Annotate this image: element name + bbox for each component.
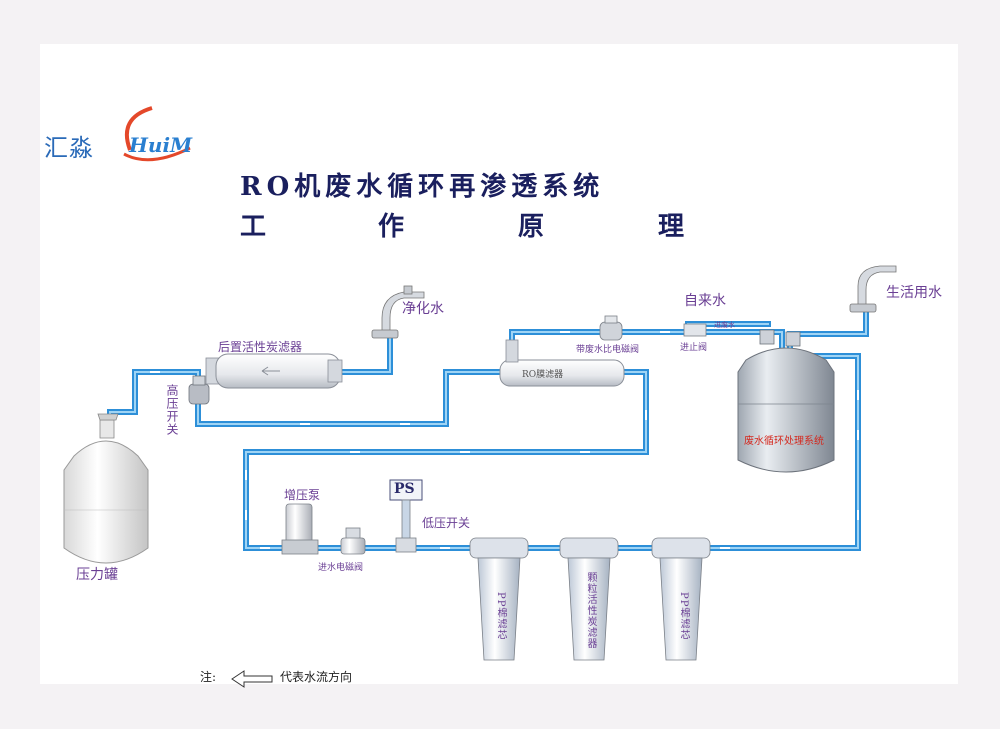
booster-pump — [281, 503, 319, 555]
subtitle-char-3: 原 — [518, 212, 550, 242]
high-pressure-switch — [188, 375, 210, 405]
label-post-carbon-filter: 后置活性炭滤器 — [218, 340, 303, 354]
legend-meaning: 代表水流方向 — [280, 670, 353, 684]
label-pressure-tank: 压力罐 — [76, 567, 118, 583]
subtitle-char-4: 理 — [658, 212, 690, 242]
brand-name-en: HuiM — [129, 133, 193, 157]
legend-note: 注: — [200, 670, 217, 684]
pp-filter-housing-2 — [651, 537, 711, 661]
label-pp-filter-1: PP棉滤芯 — [495, 592, 506, 641]
label-granular-carbon: 颗粒活性炭滤器 — [585, 572, 596, 649]
label-domestic-water: 生活用水 — [886, 285, 942, 301]
label-ps: PS — [394, 481, 415, 497]
inlet-solenoid-valve — [340, 527, 366, 555]
pp-filter-housing-1 — [469, 537, 529, 661]
subtitle-char-2: 作 — [378, 212, 410, 242]
label-tap-water: 自来水 — [684, 293, 726, 309]
waste-ratio-solenoid-valve — [599, 315, 623, 341]
brand-logo-icon — [123, 106, 191, 162]
flow-arrows — [150, 331, 859, 549]
label-waste-water-in: 进废水 — [714, 321, 735, 329]
label-high-pressure-switch: 高压开关 — [165, 384, 179, 436]
domestic-water-faucet-icon — [849, 265, 897, 313]
post-carbon-filter — [205, 353, 343, 389]
label-inlet-solenoid: 进水电磁阀 — [318, 563, 364, 573]
label-booster-pump: 增压泵 — [284, 488, 321, 502]
label-low-pressure-switch: 低压开关 — [422, 516, 471, 530]
flow-direction-arrow-icon — [231, 670, 273, 688]
inlet-ball-valve — [683, 323, 707, 337]
brand-name-cn: 汇淼 — [44, 134, 94, 162]
label-waste-ratio-solenoid: 带废水比电磁阀 — [576, 345, 640, 355]
label-ro-membrane: RO膜滤器 — [522, 370, 564, 380]
ro-membrane-housing — [499, 339, 625, 387]
low-pressure-switch — [389, 479, 423, 553]
label-pure-water: 净化水 — [402, 301, 444, 317]
label-inlet-valve: 进止阀 — [680, 343, 708, 353]
label-pp-filter-2: PP棉滤芯 — [678, 592, 689, 641]
pure-water-faucet-icon — [371, 285, 425, 339]
diagram-title: RO机废水循环再渗透系统 — [240, 172, 605, 202]
waste-recycle-tank — [737, 329, 835, 473]
label-recycle-tank: 废水循环处理系统 — [744, 436, 824, 447]
carbon-filter-housing — [559, 537, 619, 661]
pressure-tank — [63, 413, 149, 564]
subtitle-char-1: 工 — [240, 212, 272, 242]
